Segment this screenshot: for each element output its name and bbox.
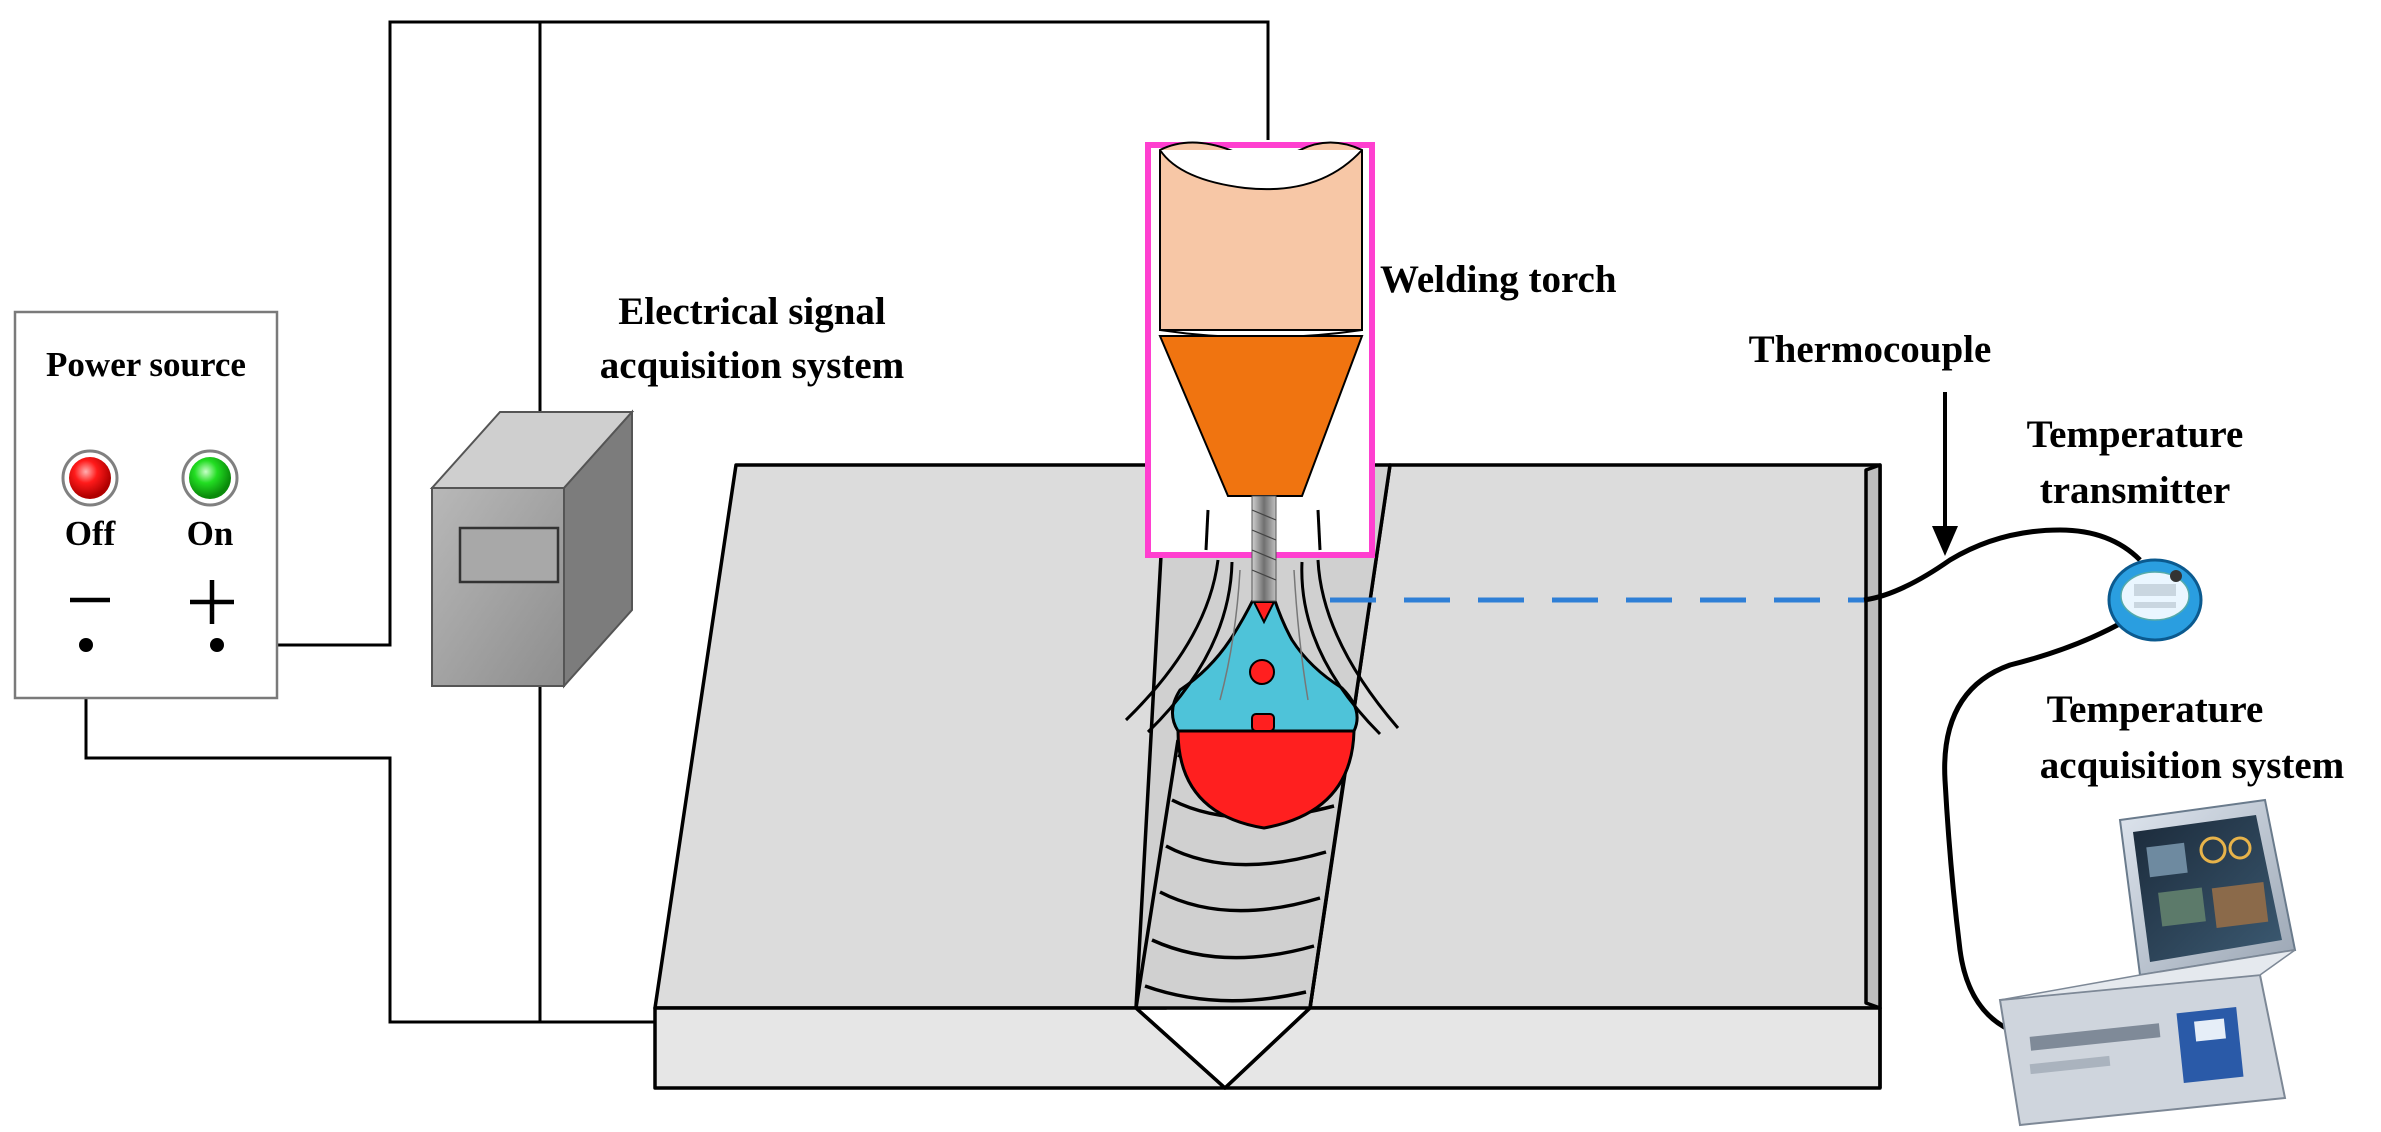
left-plate-front [653,1006,1227,1090]
laptop-base [1998,973,2287,1127]
electrical-signal-acquisition-box [429,409,635,689]
thermocouple-arrow-icon [1932,392,1958,556]
minus-symbol-text: − [90,611,91,613]
positive-wire [217,20,1270,647]
negative-terminal [79,638,93,652]
box-display [458,526,560,584]
power-source-label: Power source [46,345,246,384]
temperature-transmitter [2107,558,2203,642]
power-source-box [13,310,279,700]
arc-lines [1124,559,1400,736]
acquisition-computer [1998,798,2297,1127]
droplet-tip [1252,601,1276,625]
plus-icon [190,580,234,624]
welding-torch-label: Welding torch [1380,258,1617,301]
temperature-transmitter-label-line2: transmitter [2040,469,2231,512]
power-source: Power source Off On [13,310,279,700]
on-label: On [187,514,234,553]
molten-pool-shape [1176,729,1356,830]
nozzle-tip [1158,335,1364,497]
left-plate-top [653,463,1168,1010]
off-label: Off [65,514,116,553]
shield-gas-lines [1204,509,1322,551]
welding-torch [1145,141,1375,602]
thermocouple-label: Thermocouple [1749,328,1992,371]
filler-wire [1251,495,1277,602]
droplet [1249,659,1275,685]
negative-wire [84,645,655,1024]
nozzle-top-curve [1159,149,1363,191]
on-led-icon [189,457,231,499]
temperature-acquisition-label-line1: Temperature [2047,688,2264,731]
box-front [431,487,565,687]
plus-symbol-text: + [212,611,213,613]
right-plate-side [1864,463,1882,1010]
positive-terminal [210,638,224,652]
laptop-base-top [1999,949,2296,1001]
right-plate-top [1308,463,1882,1010]
off-led-icon [69,457,111,499]
esas-label-line1: Electrical signal [618,290,886,333]
transmitter-cable [1942,588,2172,1033]
arc-lines-thin [1219,569,1309,701]
thermocouple-cable [1863,527,2142,603]
temperature-acquisition-label-line2: acquisition system [2040,744,2344,787]
esas-label-line2: acquisition system [600,344,904,387]
right-plate-front [1223,1006,1882,1090]
temperature-transmitter-label-line1: Temperature [2027,413,2244,456]
v-bevel [1134,1006,1312,1090]
droplet-pool-entry [1251,713,1275,732]
wire-twist [1251,509,1277,581]
